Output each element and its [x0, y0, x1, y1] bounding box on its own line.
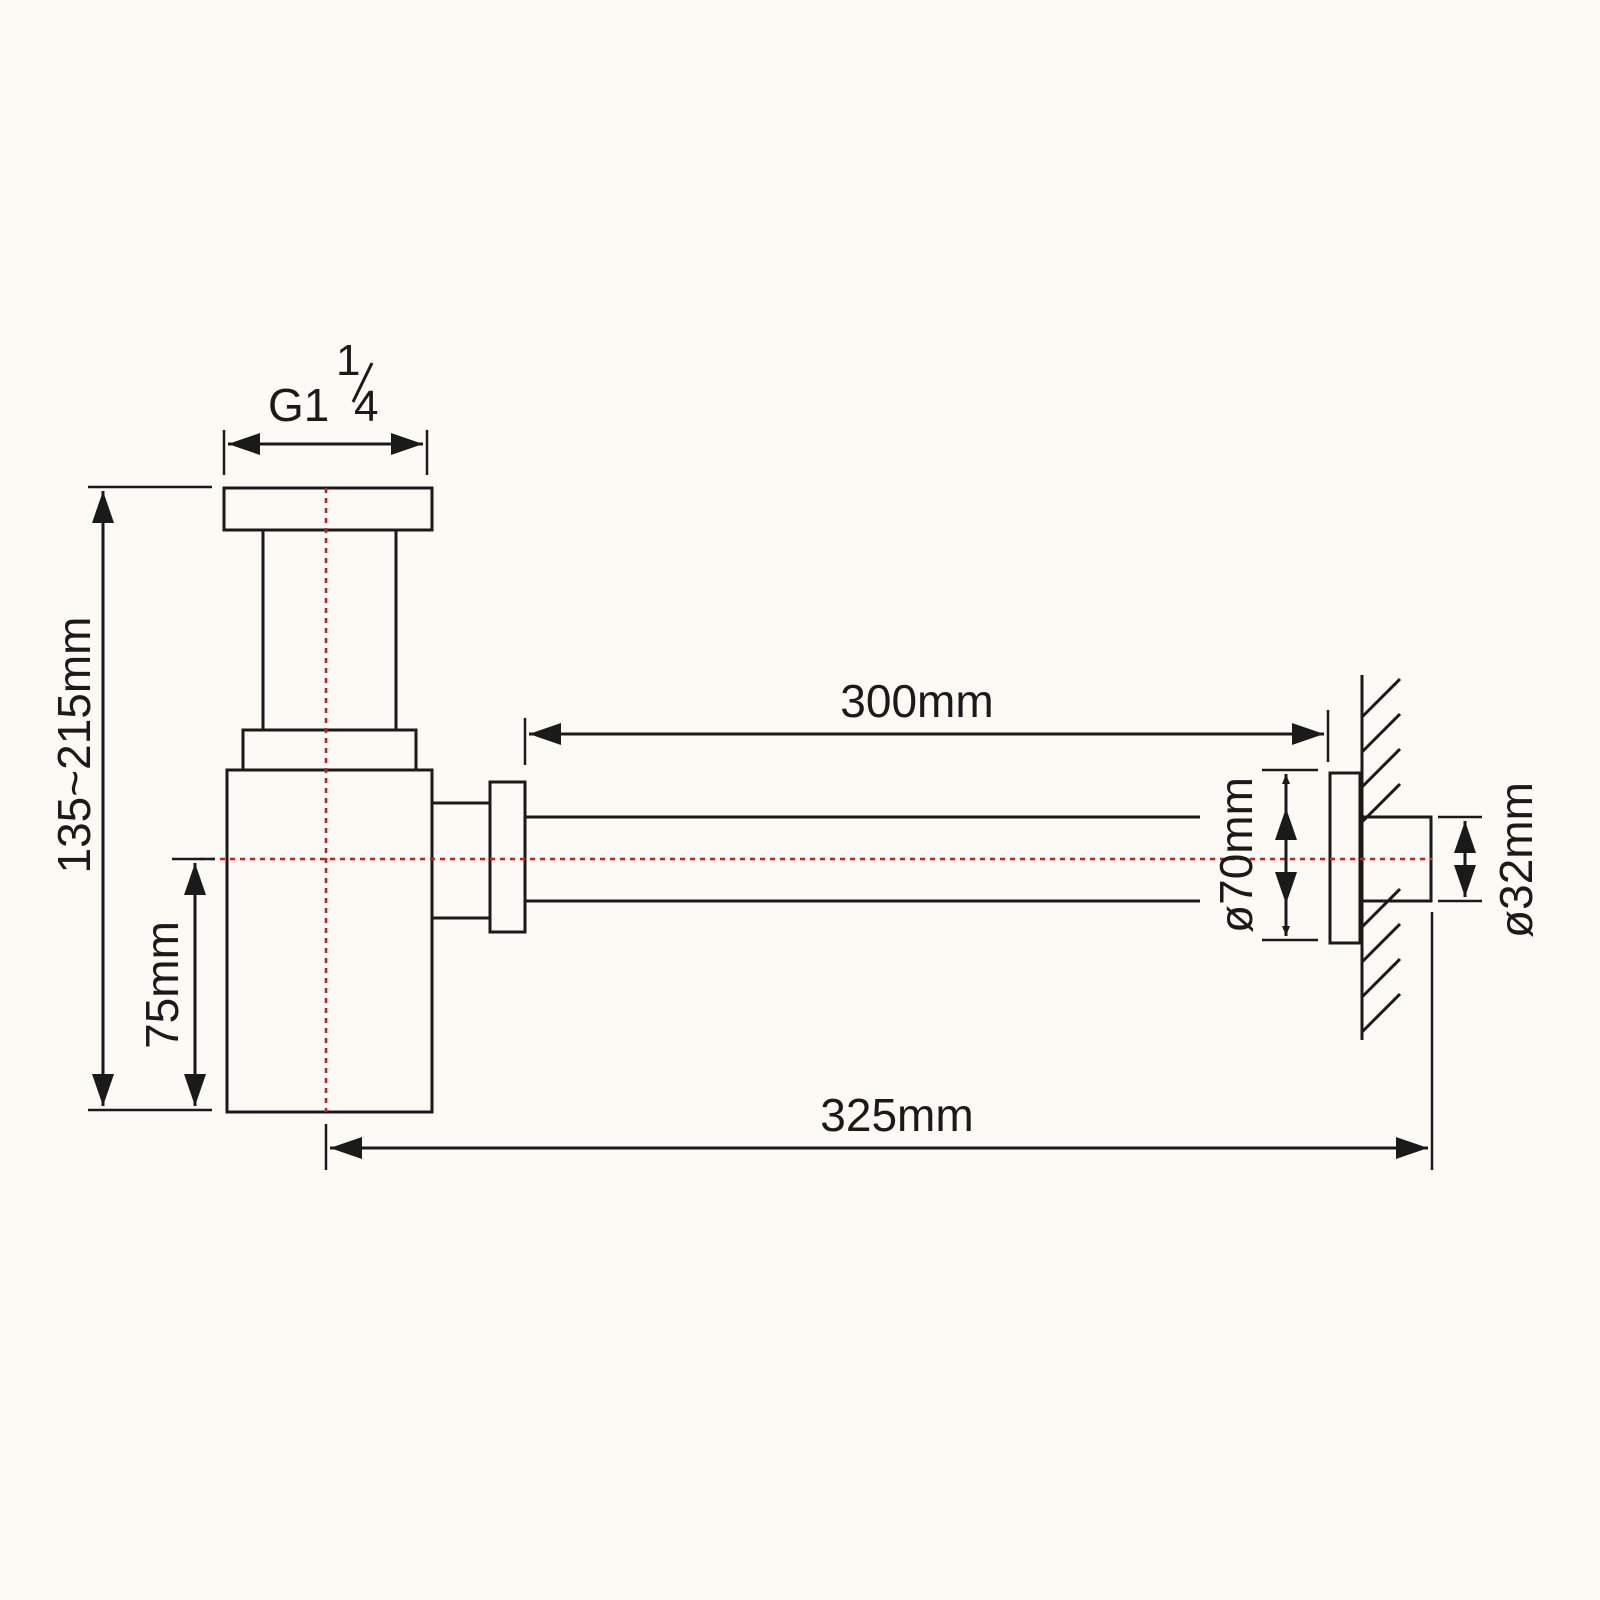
wall-flange-assembly	[1328, 675, 1433, 1040]
bottle-body	[225, 768, 434, 1114]
total-length-label: 325mm	[820, 1089, 973, 1141]
siphon-body	[222, 486, 527, 1114]
total-height-label: 135~215mm	[48, 617, 100, 874]
centerlines	[200, 488, 1432, 1112]
pipe-diameter-label: ø32mm	[1490, 782, 1542, 938]
thread-size-label: G1	[268, 379, 329, 431]
collar	[241, 728, 418, 772]
top-cap	[222, 486, 434, 532]
dimension-outlet-height: 75mm	[136, 857, 215, 1106]
thread-fraction-numerator: 1	[336, 336, 360, 385]
dimension-total-height: 135~215mm	[48, 485, 212, 1112]
outlet-nut	[488, 780, 527, 934]
horizontal-pipe	[525, 815, 1200, 903]
side-outlet-stub	[430, 801, 492, 920]
flange-diameter-label: ø70mm	[1210, 777, 1262, 933]
wall-hatching	[1360, 677, 1402, 1034]
outlet-height-label: 75mm	[136, 921, 188, 1049]
dimension-pipe-diameter: ø32mm	[1438, 782, 1542, 938]
vertical-tube	[261, 528, 398, 732]
thread-fraction-bar	[351, 362, 374, 403]
dimension-flange-diameter: ø70mm	[1210, 768, 1318, 942]
thread-fraction-denominator: 4	[354, 382, 378, 431]
dimension-tube-length: 300mm	[523, 675, 1330, 765]
dimension-thread: G1 1 4	[222, 336, 429, 475]
dimension-total-length: 325mm	[324, 912, 1434, 1170]
tube-length-label: 300mm	[840, 675, 993, 727]
